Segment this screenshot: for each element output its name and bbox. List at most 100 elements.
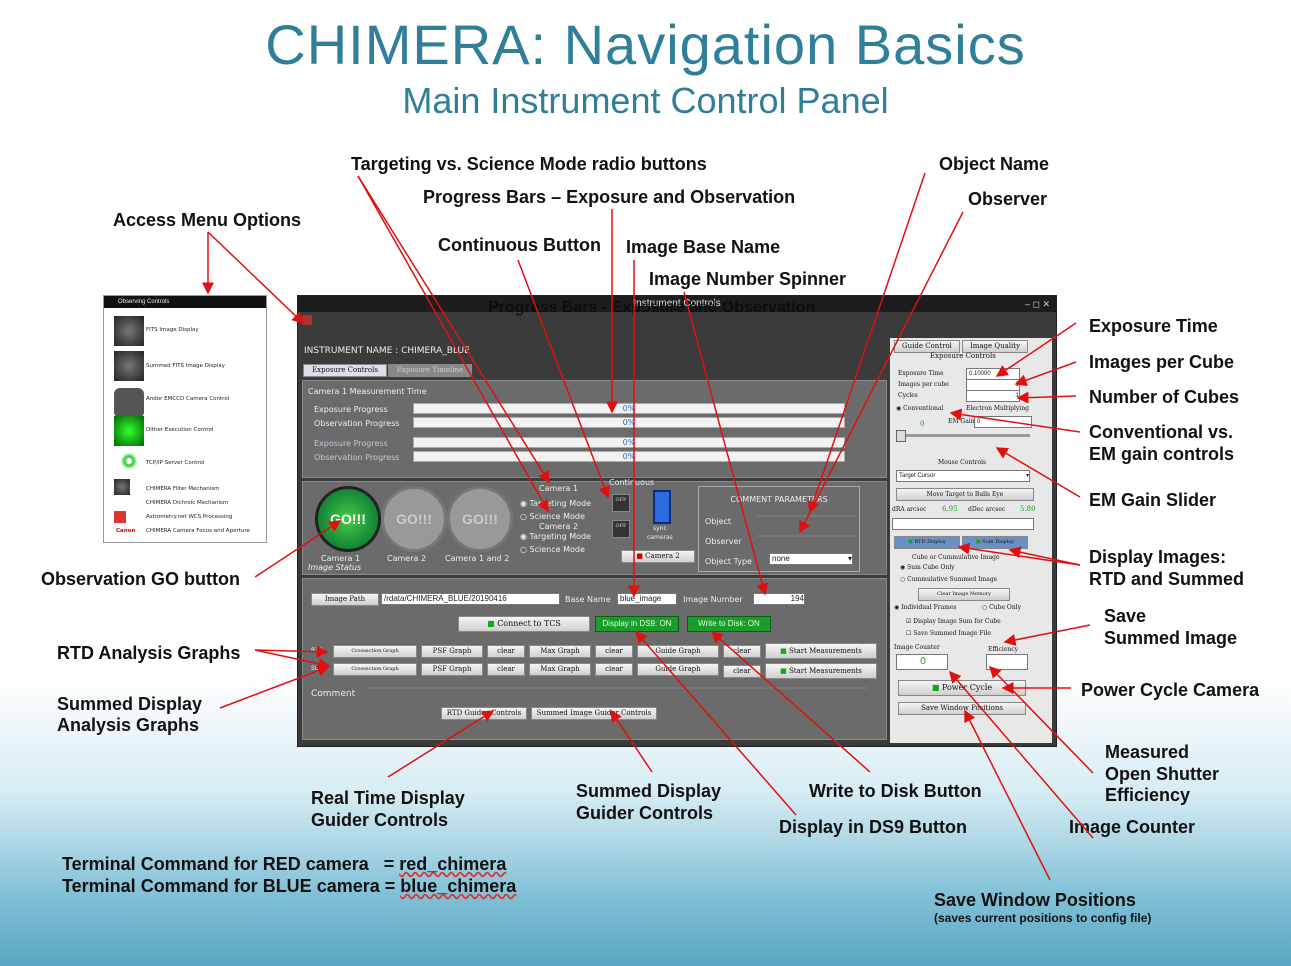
rtd-crossection-graph-button[interactable]: Crossection Graph bbox=[333, 645, 417, 658]
callout-targeting-science: Targeting vs. Science Mode radio buttons bbox=[351, 154, 707, 174]
rtd-max-graph-button[interactable]: Max Graph bbox=[529, 645, 591, 658]
targeting-mode-radio[interactable]: ◉ Targeting Mode bbox=[520, 499, 591, 508]
slider-handle[interactable] bbox=[896, 430, 906, 442]
conventional-radio[interactable]: ◉ Conventional bbox=[896, 405, 944, 412]
save-summed-checkbox[interactable]: ☐ Save Summed Image File bbox=[906, 630, 991, 637]
rtd-guide-graph-button[interactable]: Guide Graph bbox=[637, 645, 719, 658]
image-path-button[interactable]: Image Path bbox=[311, 593, 379, 606]
science-mode-label: Science Mode bbox=[529, 512, 585, 521]
network-icon[interactable] bbox=[114, 446, 144, 476]
targeting-mode-radio-2[interactable]: ◉ Targeting Mode bbox=[520, 532, 591, 541]
cube-cumulative-label: Cube or Cummulative Image bbox=[912, 554, 1000, 561]
window-controls-icon[interactable]: – ◻ ✕ bbox=[1024, 299, 1050, 309]
menu-item[interactable]: Dither Execution Control bbox=[146, 427, 214, 433]
rtd-display-label: RTD Display bbox=[914, 539, 946, 545]
sum-max-graph-button[interactable]: Max Graph bbox=[529, 663, 591, 676]
display-sum-cube-checkbox[interactable]: ☑ Display Image Sum for Cube bbox=[906, 618, 1001, 625]
observer-input[interactable] bbox=[757, 535, 855, 537]
image-number-spinner[interactable]: 194 bbox=[753, 593, 805, 605]
individual-frames-radio[interactable]: ◉ Individual Frames bbox=[894, 604, 957, 611]
callout-image-base-name: Image Base Name bbox=[626, 237, 781, 257]
rtd-clear-button[interactable]: clear bbox=[487, 645, 525, 658]
canon-logo: Canon bbox=[116, 528, 136, 534]
observation-progress-bar: 0% bbox=[413, 417, 845, 428]
window-titlebar: Instrument Controls – ◻ ✕ bbox=[298, 296, 1056, 312]
menu-item[interactable]: CHIMERA Dichroic Mechanism bbox=[146, 500, 229, 506]
clear-memory-button[interactable]: Clear Image Memory bbox=[918, 588, 1010, 601]
science-mode-label: Science Mode bbox=[529, 545, 585, 554]
sync-cameras-toggle[interactable] bbox=[653, 490, 671, 524]
tab-exposure-controls[interactable]: Exposure Controls bbox=[303, 364, 387, 377]
comment-label: Comment bbox=[311, 689, 356, 699]
move-target-button[interactable]: Move Target to Bulls Eye bbox=[896, 488, 1034, 501]
menu-item[interactable]: CHIMERA Filter Mechanism bbox=[146, 486, 220, 492]
summed-guider-controls-button[interactable]: Summed Image Guider Controls bbox=[531, 707, 657, 720]
science-mode-radio[interactable]: ○ Science Mode bbox=[520, 512, 585, 521]
sum-display-button[interactable]: ■ Sum Display bbox=[962, 536, 1028, 549]
menu-item[interactable]: TCP/IP Server Control bbox=[146, 460, 205, 466]
sum-clear-button-3[interactable]: clear bbox=[723, 665, 761, 678]
menu-item[interactable]: FITS Image Display bbox=[146, 327, 199, 333]
callout-summed-guider-1: Summed Display bbox=[576, 781, 722, 801]
rtd-start-measurements-button[interactable]: ■ Start Measurements bbox=[765, 643, 877, 659]
comment-input[interactable] bbox=[369, 687, 868, 689]
callout-measured-1: Measured bbox=[1105, 742, 1190, 762]
rtd-clear-button-3[interactable]: clear bbox=[723, 645, 761, 658]
wcs-icon[interactable] bbox=[114, 511, 126, 523]
sum-start-measurements-button[interactable]: ■ Start Measurements bbox=[765, 663, 877, 679]
callout-rtd-analysis: RTD Analysis Graphs bbox=[57, 643, 241, 663]
tab-exposure-timeline[interactable]: Exposure Timeline bbox=[388, 364, 472, 377]
connect-tcs-button[interactable]: ■ Connect to TCS bbox=[458, 616, 590, 632]
start-measurements-label: Start Measurements bbox=[788, 647, 862, 655]
sum-crossection-graph-button[interactable]: Crossection Graph bbox=[333, 663, 417, 676]
image-path-input[interactable]: /rdata/CHIMERA_BLUE/20190416 bbox=[381, 593, 560, 605]
page-title: CHIMERA: Navigation Basics bbox=[265, 13, 1026, 76]
sum-clear-button[interactable]: clear bbox=[487, 663, 525, 676]
go-button-camera12[interactable]: GO!!! bbox=[447, 486, 513, 552]
image-counter-value: 0 bbox=[896, 654, 948, 670]
menu-item[interactable]: Summed FITS Image Display bbox=[146, 363, 225, 369]
go-button-camera1[interactable]: GO!!! bbox=[315, 486, 381, 552]
callout-write-disk: Write to Disk Button bbox=[809, 781, 982, 801]
target-cursor-value: Target Cursor bbox=[899, 473, 936, 479]
rtd-psf-graph-button[interactable]: PSF Graph bbox=[421, 645, 483, 658]
continuous-toggle-camera2[interactable]: OFF bbox=[612, 520, 630, 538]
ddec-value: 5.80 bbox=[1020, 505, 1036, 513]
camera2-button[interactable]: ■ Camera 2 bbox=[621, 550, 695, 563]
rtd-display-button[interactable]: ■ RTD Display bbox=[894, 536, 960, 549]
science-mode-radio-2[interactable]: ○ Science Mode bbox=[520, 545, 585, 554]
cumulative-label: Cummulative Summed Image bbox=[907, 576, 998, 583]
write-disk-button[interactable]: Write to Disk: ON bbox=[687, 616, 771, 632]
power-cycle-button[interactable]: ■ Power Cycle bbox=[898, 680, 1026, 696]
filter-icon[interactable] bbox=[114, 479, 130, 495]
dither-icon[interactable] bbox=[114, 416, 144, 446]
start-measurements-label: Start Measurements bbox=[788, 667, 862, 675]
save-window-positions-button[interactable]: Save Window Positions bbox=[898, 702, 1026, 715]
object-input[interactable] bbox=[757, 515, 855, 517]
continuous-toggle-camera1[interactable]: OFF bbox=[612, 494, 630, 512]
menu-item[interactable]: Andor EMCCD Camera Control bbox=[146, 396, 230, 402]
menu-item[interactable]: Astrometry.net WCS Processing bbox=[146, 514, 233, 520]
power-cycle-label: Power Cycle bbox=[941, 683, 993, 692]
target-cursor-select[interactable]: Target Cursor▾ bbox=[896, 470, 1030, 482]
sum-cube-only-radio[interactable]: ◉ Sum Cube Only bbox=[900, 564, 955, 571]
callout-exposure-time: Exposure Time bbox=[1089, 316, 1218, 336]
camera-icon[interactable] bbox=[114, 388, 144, 418]
rtd-clear-button-2[interactable]: clear bbox=[595, 645, 633, 658]
sum-psf-graph-button[interactable]: PSF Graph bbox=[421, 663, 483, 676]
em-gain-slider[interactable] bbox=[896, 430, 1030, 442]
cumulative-radio[interactable]: ○ Cummulative Summed Image bbox=[900, 576, 998, 583]
sum-guide-graph-button[interactable]: Guide Graph bbox=[637, 663, 719, 676]
camera2-header: Camera 2 bbox=[539, 522, 579, 531]
tab-image-quality[interactable]: Image Quality bbox=[962, 340, 1028, 353]
summed-thumbnail[interactable] bbox=[114, 351, 144, 381]
window-title: Instrument Controls bbox=[633, 298, 721, 309]
menu-item[interactable]: CHIMERA Camera Focus and Aperture bbox=[146, 528, 250, 534]
callout-display-images-1: Display Images: bbox=[1089, 547, 1227, 567]
cube-only-radio[interactable]: ○ Cube Only bbox=[982, 604, 1022, 611]
menu-icon[interactable] bbox=[302, 315, 312, 325]
go-button-camera2[interactable]: GO!!! bbox=[381, 486, 447, 552]
fits-thumbnail[interactable] bbox=[114, 316, 144, 346]
object-type-select[interactable]: none▾ bbox=[769, 553, 853, 565]
sum-clear-button-2[interactable]: clear bbox=[595, 663, 633, 676]
